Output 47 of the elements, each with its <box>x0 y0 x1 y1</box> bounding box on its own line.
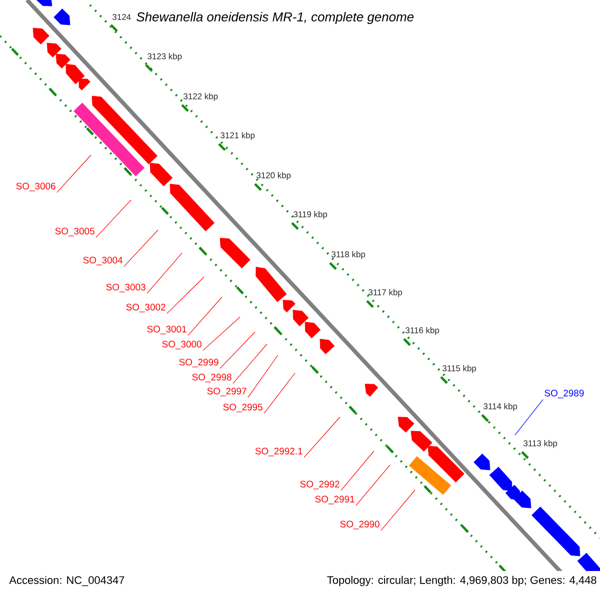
scale-label: 3116 kbp <box>406 327 440 335</box>
leader-line <box>188 296 222 336</box>
leader-line <box>56 154 92 193</box>
accession-text: Accession: NC_004347 <box>9 576 124 586</box>
scale-label: 3123 kbp <box>148 53 182 61</box>
gene-label: SO_2991 <box>315 496 354 504</box>
leader-line <box>146 252 182 294</box>
leader-line <box>514 399 544 436</box>
gene-label: SO_3006 <box>16 182 56 192</box>
scale-label: 3118 kbp <box>332 251 366 259</box>
scale-label: 3121 kbp <box>220 132 255 140</box>
gene-label: SO_2990 <box>340 520 380 530</box>
gene-label: SO_2997 <box>207 388 246 396</box>
gene-label: SO_3003 <box>106 284 146 292</box>
gene-label: SO_2992 <box>300 480 340 490</box>
scale-label: 3124 <box>112 14 131 20</box>
scale-label: 3115 kbp <box>442 365 476 373</box>
leader-line <box>248 354 278 398</box>
leader-line <box>232 344 268 384</box>
gene-label: SO_3001 <box>147 326 186 334</box>
leader-line <box>264 372 296 414</box>
gene-label: SO_2998 <box>192 374 232 382</box>
scale-label: 3122 kbp <box>184 93 218 101</box>
leader-line <box>96 200 132 238</box>
gene-label: SO_3002 <box>126 304 166 312</box>
genome-info-text: Topology: circular; Length: 4,969,803 bp; Genes: 4,448 <box>327 576 596 586</box>
gene-label: SO_2989 <box>544 390 584 398</box>
gene-label: SO_3005 <box>55 228 94 236</box>
leader-line <box>340 450 374 491</box>
leader-line <box>124 230 158 267</box>
scale-label: 3120 kbp <box>256 172 291 180</box>
scale-label: 3114 kbp <box>484 403 518 411</box>
scale-label: 3113 kbp <box>524 440 558 448</box>
scale-label: 3117 kbp <box>368 289 402 297</box>
gene-label: SO_2992.1 <box>255 448 302 456</box>
leader-line <box>356 464 390 506</box>
leader-line <box>166 276 204 314</box>
gene-label: SO_2995 <box>223 404 262 412</box>
leader-line <box>304 416 340 458</box>
leader-line <box>202 316 240 351</box>
leader-line <box>220 332 256 369</box>
gene-label: SO_2999 <box>179 358 218 368</box>
gene-label: SO_3000 <box>162 340 202 350</box>
leader-line <box>380 490 416 531</box>
scale-label: 3119 kbp <box>294 211 328 219</box>
gene-label: SO_3004 <box>83 256 123 266</box>
title: Shewanella oneidensis MR-1, complete genome <box>136 12 414 24</box>
